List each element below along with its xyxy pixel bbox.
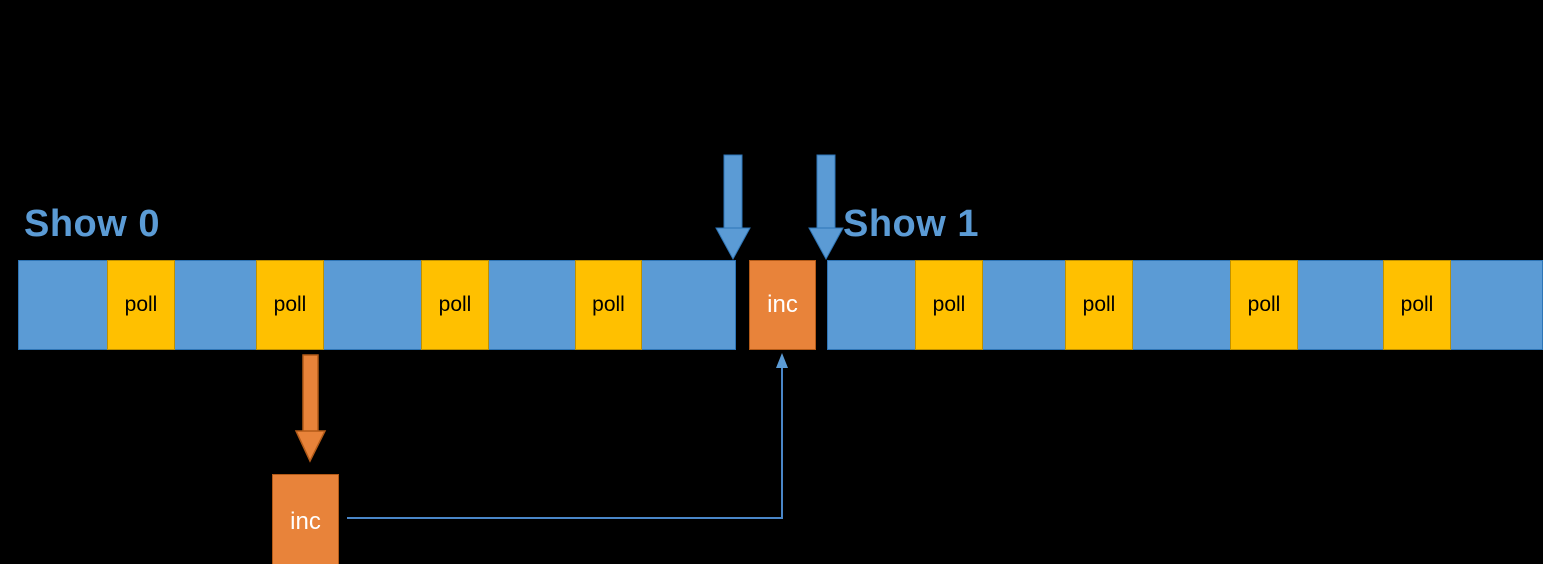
poll-block[interactable]: poll xyxy=(256,260,324,350)
poll-label: poll xyxy=(932,293,966,316)
inc-block-deferred[interactable]: inc xyxy=(272,474,339,564)
poll-block[interactable]: poll xyxy=(1383,260,1451,350)
poll-block[interactable]: poll xyxy=(575,260,642,350)
frame-boundary-arrow-1-icon xyxy=(715,154,751,261)
inc-label: inc xyxy=(290,507,321,535)
poll-label: poll xyxy=(273,293,307,316)
poll-label: poll xyxy=(438,293,472,316)
poll-block[interactable]: poll xyxy=(421,260,489,350)
poll-block[interactable]: poll xyxy=(1065,260,1133,350)
poll-label: poll xyxy=(124,293,158,316)
poll-label: poll xyxy=(1247,293,1281,316)
deferred-inc-connector-icon xyxy=(347,353,788,519)
frame-boundary-arrow-2-icon xyxy=(808,154,844,261)
defer-arrow-icon xyxy=(294,354,327,463)
label-show-1: Show 1 xyxy=(843,203,980,245)
poll-label: poll xyxy=(1082,293,1116,316)
label-show-0: Show 0 xyxy=(24,203,161,245)
poll-block[interactable]: poll xyxy=(1230,260,1298,350)
poll-block[interactable]: poll xyxy=(107,260,175,350)
inc-label: inc xyxy=(767,291,798,318)
poll-label: poll xyxy=(592,293,625,316)
poll-block[interactable]: poll xyxy=(915,260,983,350)
inc-block-timeline[interactable]: inc xyxy=(749,260,816,350)
poll-label: poll xyxy=(1400,293,1434,316)
